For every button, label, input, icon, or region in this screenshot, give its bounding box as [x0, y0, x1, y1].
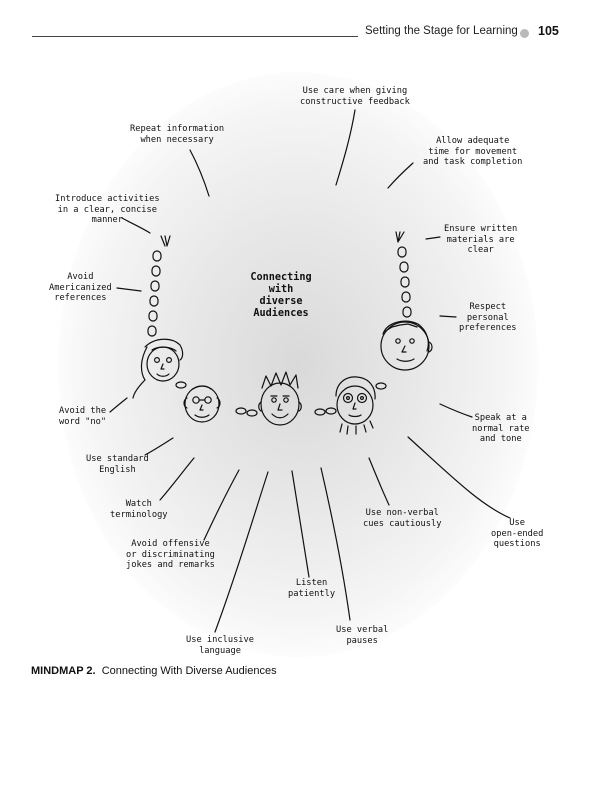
label-offensive-jokes: Avoid offensive or discriminating jokes … [126, 539, 215, 571]
label-introduce-activities: Introduce activities in a clear, concise… [55, 194, 160, 226]
branch-line-open-ended [407, 436, 511, 519]
branch-line-introduce [121, 217, 151, 234]
branch-line-standard-english [144, 437, 174, 456]
label-avoid-word-no: Avoid the word "no" [59, 406, 107, 427]
branch-line-preferences [439, 315, 457, 318]
branch-line-allow-time [387, 162, 414, 189]
branch-line-verbal-pauses [320, 467, 351, 621]
right-chain-strand [395, 231, 412, 318]
left-chain-strand [147, 235, 171, 337]
label-allow-adequate-time: Allow adequate time for movement and tas… [423, 136, 523, 168]
label-speak-normal-rate: Speak at a normal rate and tone [472, 413, 530, 445]
mindmap-center-title: Connecting with diverse Audiences [250, 272, 312, 319]
branch-line-offensive [203, 469, 240, 541]
branch-line-speak-rate [439, 403, 473, 418]
bottom-chain-links [175, 381, 387, 417]
branch-line-listen [291, 470, 310, 578]
branch-line-inclusive [214, 471, 269, 633]
face-spiky-hair [258, 371, 302, 426]
label-personal-preferences: Respect personal preferences [459, 302, 517, 334]
header-bullet-dot [520, 29, 529, 38]
label-listen-patiently: Listen patiently [288, 578, 336, 599]
branch-line-avoid-no [109, 397, 128, 413]
label-standard-english: Use standard English [86, 454, 149, 475]
label-americanized-references: Avoid Americanized references [49, 272, 112, 304]
mindmap-background-glow [58, 72, 538, 657]
page-number: 105 [538, 24, 559, 38]
face-bald-man [183, 385, 221, 423]
running-title: Setting the Stage for Learning [365, 25, 518, 37]
branch-line-feedback [335, 109, 356, 186]
branch-line-repeat [189, 149, 210, 197]
face-woman-left [132, 338, 184, 399]
label-watch-terminology: Watch terminology [110, 499, 168, 520]
label-repeat-information: Repeat information when necessary [130, 124, 225, 145]
branch-line-written [425, 236, 441, 240]
figure-caption: MINDMAP 2. Connecting With Diverse Audie… [31, 665, 277, 677]
branch-line-americanized [116, 287, 142, 292]
caption-label: MINDMAP 2. [31, 665, 96, 677]
branch-line-nonverbal [368, 457, 390, 506]
face-woman-glasses [335, 376, 376, 435]
label-constructive-feedback: Use care when giving constructive feedba… [300, 86, 410, 107]
header-rule [32, 36, 358, 37]
branch-line-terminology [159, 457, 195, 501]
label-nonverbal-cues: Use non-verbal cues cautiously [363, 508, 442, 529]
label-inclusive-language: Use inclusive language [186, 635, 254, 656]
caption-text: Connecting With Diverse Audiences [101, 665, 277, 677]
label-written-materials: Ensure written materials are clear [444, 224, 518, 256]
face-man-right [380, 320, 433, 371]
label-open-ended-questions: Use open-ended questions [491, 518, 544, 550]
label-verbal-pauses: Use verbal pauses [336, 625, 389, 646]
